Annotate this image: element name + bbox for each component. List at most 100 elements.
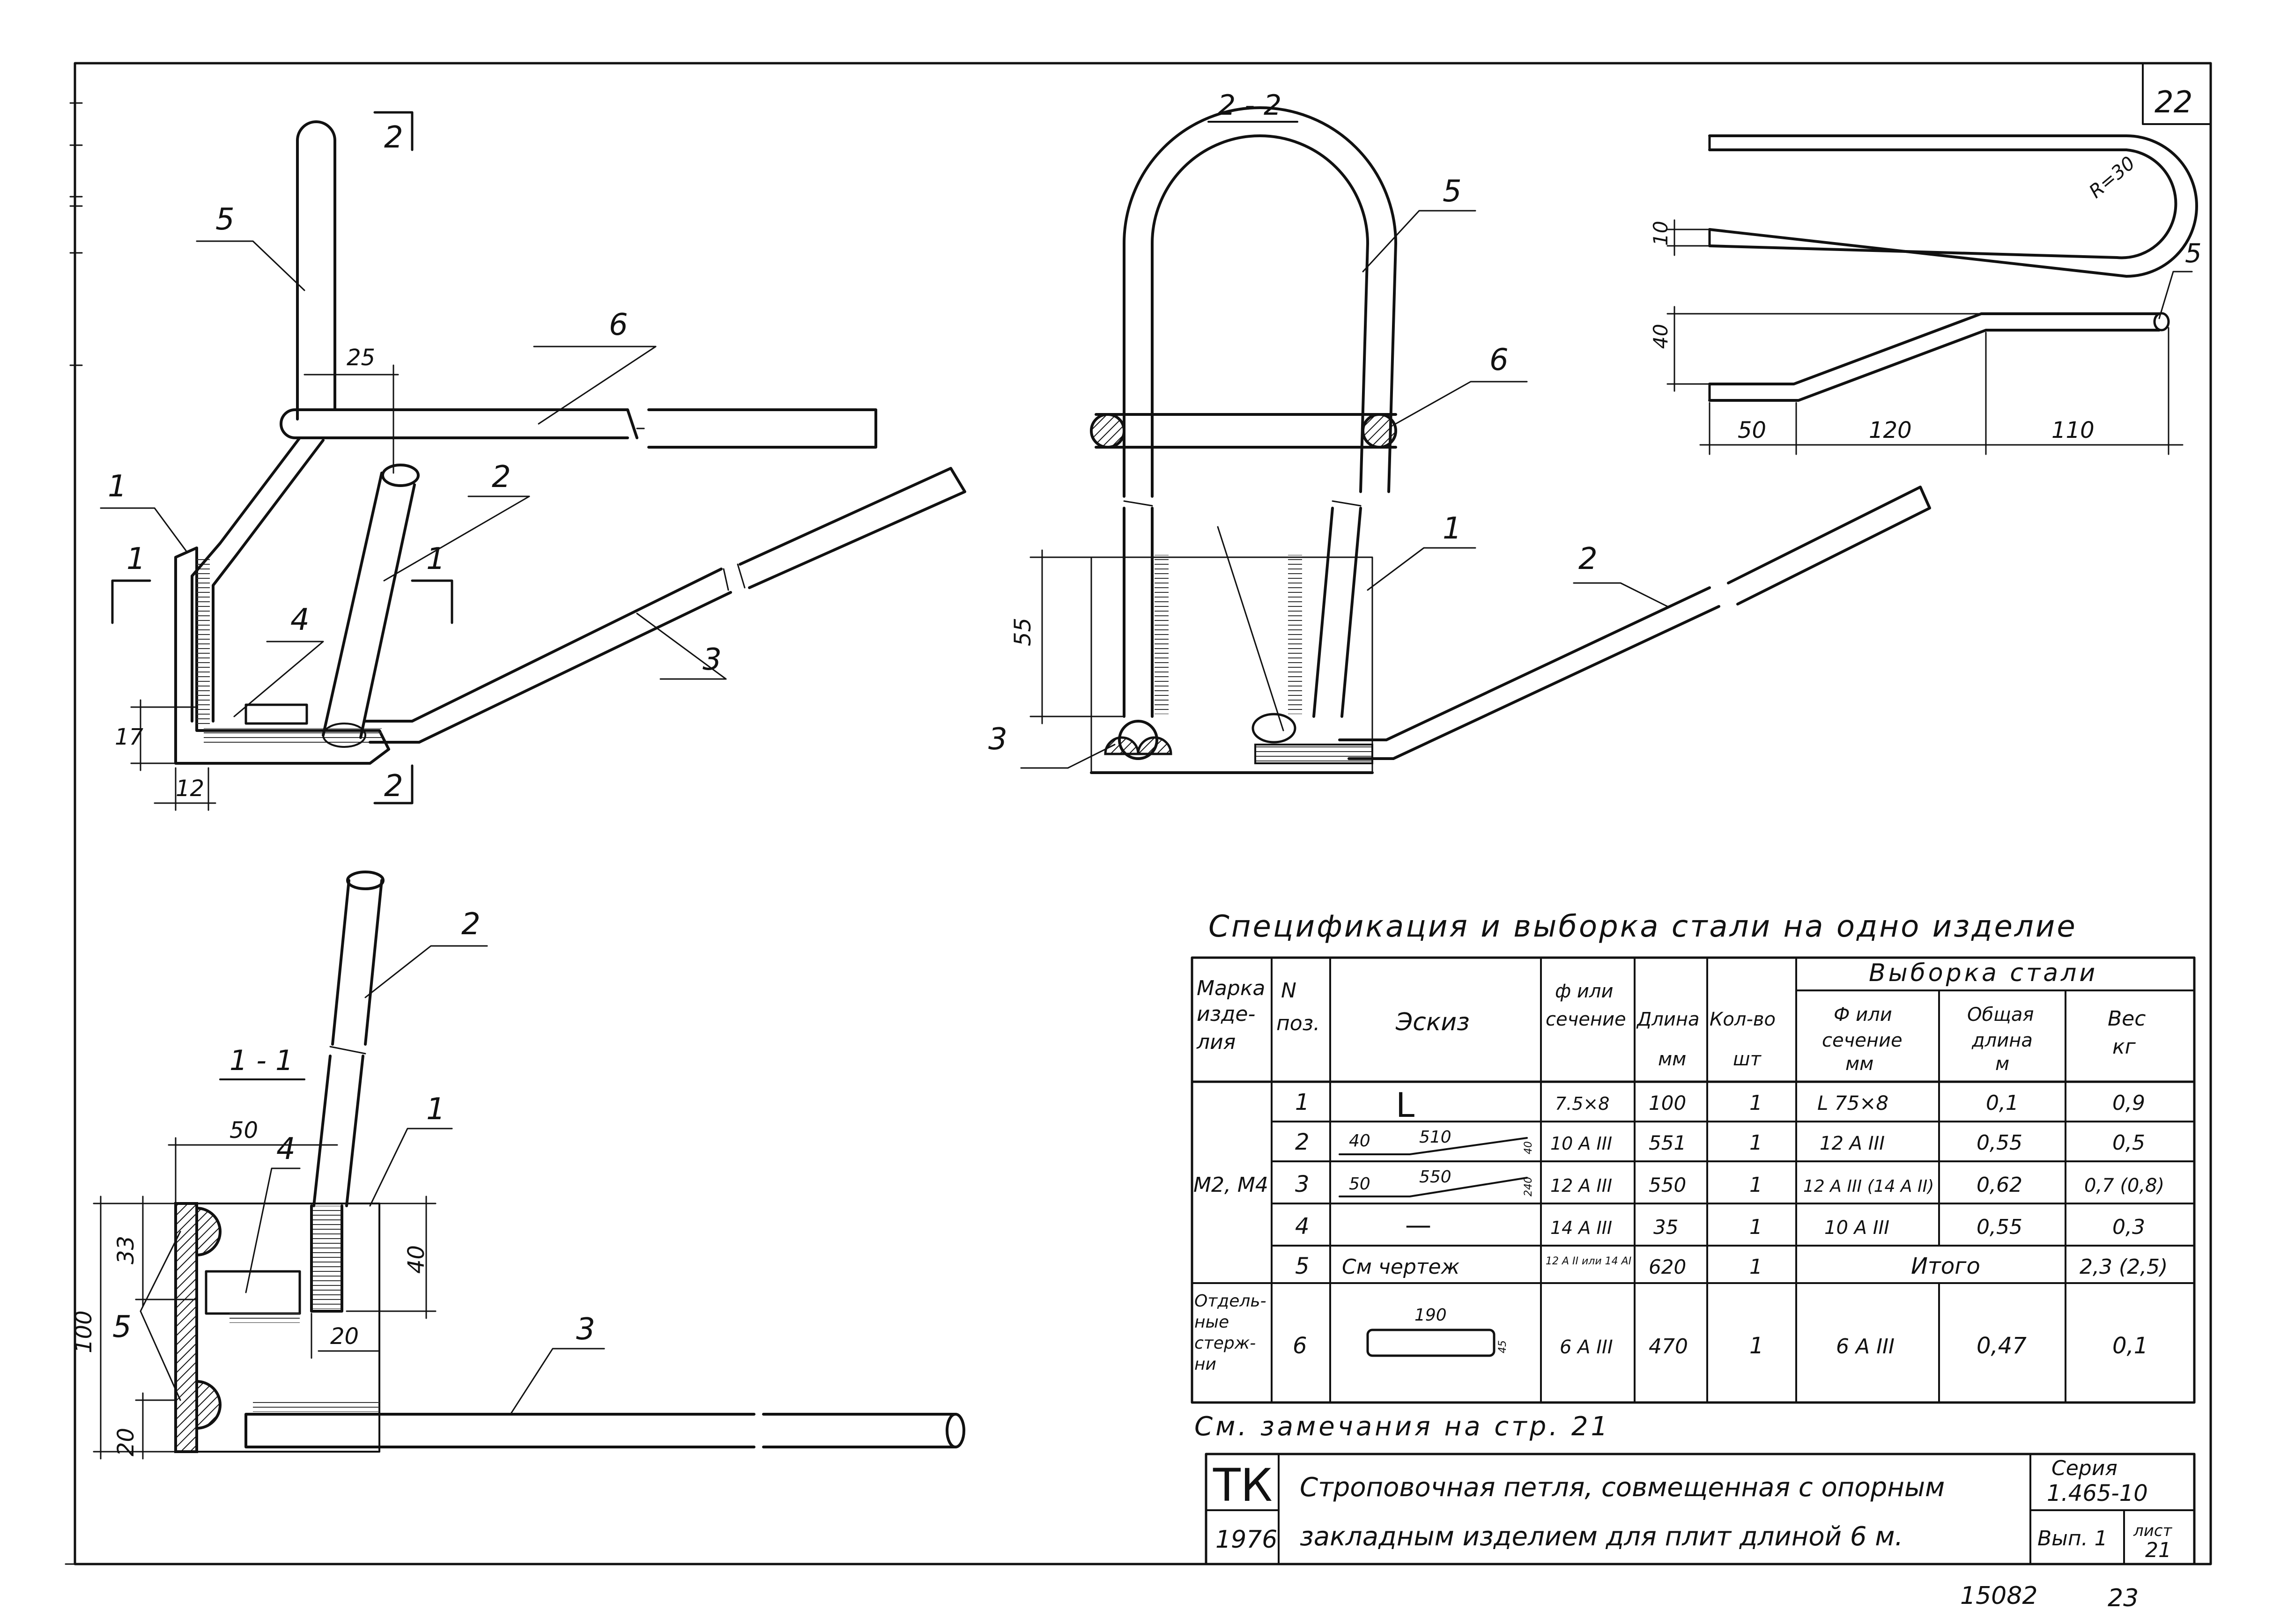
cut-mark-2-bottom: 2: [384, 769, 403, 804]
row1-sel-section: L 75×8: [1817, 1092, 1888, 1115]
row6-length: 470: [1649, 1335, 1688, 1358]
spec-row-2: 2 40 510 40 10 А III 551 1 12 А III 0,55…: [1295, 1128, 2145, 1155]
hdr-selection: Выборка стали: [1869, 959, 2098, 987]
title-issue: Вып. 1: [2037, 1527, 2108, 1550]
loop-radius: R=30: [2085, 152, 2140, 202]
dim-55: 55: [1010, 618, 1036, 646]
row1-sel-length: 0,1: [1986, 1091, 2019, 1115]
callout-1: 1: [108, 469, 127, 504]
hdr-sketch: Эскиз: [1395, 1008, 1470, 1036]
row4-sel-length: 0,55: [1977, 1215, 2022, 1239]
row6-pos: 6: [1293, 1333, 1307, 1359]
plate-4-plan: [205, 1270, 301, 1315]
row1-qty: 1: [1749, 1091, 1762, 1115]
row5-section: 12 А II или 14 АI: [1546, 1255, 1631, 1267]
dim-40: 40: [1649, 324, 1672, 349]
plan-callout-2: 2: [461, 907, 481, 942]
title-sheet-label: лист: [2133, 1521, 2173, 1540]
loop-detail: R=30 10 40 50 120 110 5: [1649, 134, 2202, 455]
main-view: 25 17 12 2 2 1 1 5 6 1 2 3 4: [100, 111, 966, 811]
plate-4: [244, 703, 308, 725]
row3-sketch-b: 550: [1419, 1167, 1451, 1187]
row6-section: 6 А III: [1560, 1336, 1613, 1358]
row2-sel-weight: 0,5: [2112, 1131, 2145, 1155]
row2-sel-length: 0,55: [1977, 1131, 2022, 1155]
row6-sel-weight: 0,1: [2112, 1333, 2148, 1359]
row3-sel-length: 0,62: [1977, 1173, 2022, 1197]
row3-length: 550: [1649, 1174, 1686, 1196]
section-2-2-callout-5: 5: [1443, 174, 1462, 209]
dim-17: 17: [115, 724, 144, 750]
section-1-1: 1 - 1 50 33 100 20: [71, 871, 965, 1460]
title-line2: закладным изделием для плит длиной 6 м.: [1300, 1521, 1903, 1552]
row6-qty: 1: [1749, 1333, 1764, 1359]
row4-qty: 1: [1749, 1215, 1762, 1239]
plan-callout-5: 5: [112, 1310, 132, 1344]
row3-pos: 3: [1295, 1171, 1310, 1197]
row2-pos: 2: [1295, 1129, 1310, 1155]
callout-2: 2: [492, 460, 511, 495]
row4-pos: 4: [1295, 1213, 1310, 1240]
dim-100: 100: [71, 1310, 97, 1353]
rod-2: [322, 472, 416, 739]
row2-length: 551: [1649, 1131, 1686, 1154]
row2-section: 10 А III: [1550, 1133, 1612, 1154]
spec-table: Спецификация и выборка стали на одно изд…: [1191, 909, 2196, 1404]
dim-110: 110: [2051, 417, 2095, 443]
section-2-2-title: 2 - 2: [1218, 89, 1281, 122]
row2-sel-section: 12 А III: [1820, 1133, 1885, 1154]
dim-40-plan: 40: [403, 1245, 429, 1274]
sheet-number-top: 22: [2155, 85, 2192, 120]
callout-5: 5: [215, 202, 235, 237]
title-year: 1976: [1215, 1526, 1277, 1554]
rod-5-bent: [1708, 134, 2198, 278]
row1-pos: 1: [1295, 1089, 1310, 1115]
row6-sketch-top: 190: [1414, 1306, 1447, 1325]
row5-pos: 5: [1295, 1253, 1310, 1279]
dim-12: 12: [176, 775, 204, 802]
row1-length: 100: [1649, 1092, 1686, 1115]
section-2-2: 2 - 2 55 5 6: [988, 89, 1931, 774]
row6-sel-section: 6 А III: [1836, 1335, 1895, 1358]
callout-6: 6: [609, 308, 628, 342]
rod-3: [364, 568, 732, 744]
spec-row-6: 6 190 45 6 А III 470 1 6 А III 0,47 0,1: [1293, 1306, 2148, 1359]
row5-sel-weight: 2,3 (2,5): [2080, 1255, 2168, 1279]
row4-sketch: —: [1405, 1210, 1431, 1240]
title-series: 1.465-10: [2047, 1480, 2148, 1506]
dim-20-bottom: 20: [330, 1323, 359, 1350]
spec-row-4: 4 — 14 А III 35 1 10 А III 0,55 0,3: [1295, 1210, 2145, 1240]
dim-20-left: 20: [113, 1428, 139, 1456]
row4-length: 35: [1653, 1216, 1678, 1239]
rod-6-horizontal: [280, 408, 629, 439]
page-number-bottom: 23: [2108, 1584, 2139, 1612]
row4-sel-section: 10 А III: [1824, 1217, 1889, 1239]
title-sheet: 21: [2145, 1538, 2171, 1562]
plan-callout-4: 4: [276, 1132, 296, 1166]
row3-qty: 1: [1749, 1173, 1762, 1197]
row5-sketch: См чертеж: [1342, 1255, 1460, 1279]
callout-3: 3: [703, 642, 722, 677]
row2-sketch-c: 40: [1523, 1141, 1534, 1154]
row5-total-label: Итого: [1911, 1253, 1980, 1279]
spec-title: Спецификация и выборка стали на одно изд…: [1208, 909, 2077, 944]
spec-row-5: 5 См чертеж 12 А II или 14 АI 620 1 Итог…: [1295, 1253, 2168, 1279]
dim-33: 33: [113, 1236, 139, 1264]
plan-callout-1: 1: [426, 1092, 445, 1127]
row3-sel-weight: 0,7 (0,8): [2084, 1175, 2164, 1196]
row5-length: 620: [1649, 1255, 1686, 1278]
row2-qty: 1: [1749, 1131, 1762, 1155]
dim-50-plan: 50: [230, 1117, 258, 1144]
spec-note: См. замечания на стр. 21: [1194, 1411, 1610, 1442]
row1-sel-weight: 0,9: [2112, 1091, 2145, 1115]
row6-sel-length: 0,47: [1977, 1333, 2027, 1359]
row3-section: 12 А III: [1550, 1175, 1612, 1196]
row5-qty: 1: [1749, 1255, 1762, 1279]
